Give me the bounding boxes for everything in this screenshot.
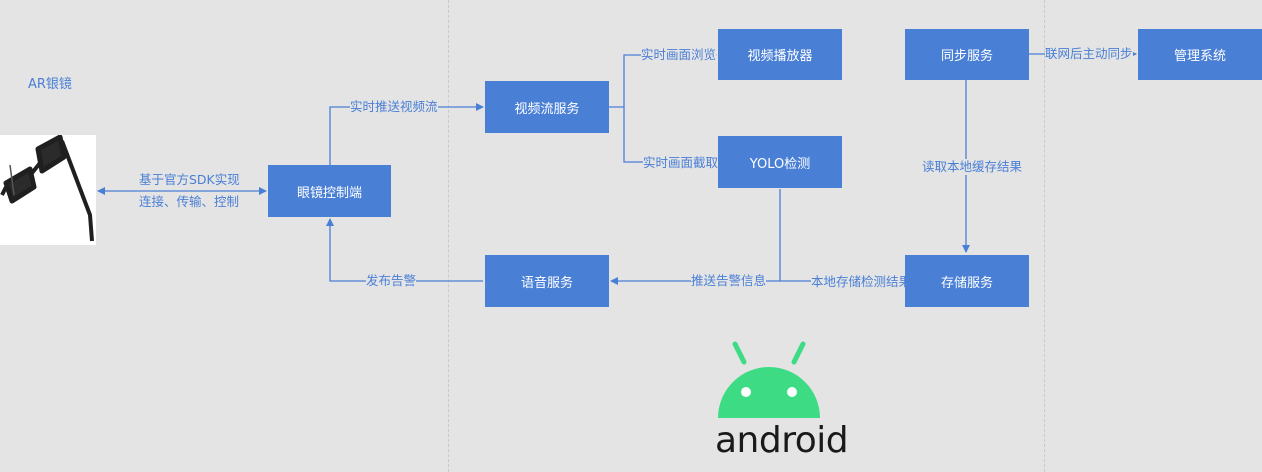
- node-voice-service: 语音服务: [485, 255, 609, 307]
- label-publish-alert: 发布告警: [366, 273, 417, 289]
- device-title: AR银镜: [28, 77, 72, 92]
- node-sync-service: 同步服务: [905, 29, 1029, 80]
- label-realtime-capture: 实时画面截取: [643, 155, 719, 171]
- label-sdk-line2: 连接、传输、控制: [139, 194, 240, 210]
- label-sdk-line1: 基于官方SDK实现: [139, 172, 240, 188]
- label-realtime-view: 实时画面浏览: [641, 47, 717, 63]
- edge-voice-to-control: [326, 218, 483, 282]
- node-glasses-control: 眼镜控制端: [268, 165, 391, 217]
- label-push-alert: 推送告警信息: [691, 273, 767, 289]
- ar-glasses-icon: [0, 134, 96, 245]
- label-online-sync: 联网后主动同步: [1045, 46, 1133, 62]
- section-divider-right: [1044, 0, 1045, 472]
- node-video-player: 视频播放器: [718, 29, 842, 80]
- label-push-stream: 实时推送视频流: [350, 99, 438, 115]
- section-divider-left: [448, 0, 449, 472]
- android-icon: [716, 340, 822, 420]
- edge-control-to-stream: [329, 103, 484, 165]
- node-yolo-detect: YOLO检测: [718, 136, 842, 188]
- node-video-stream-service: 视频流服务: [485, 81, 609, 133]
- label-local-store-result: 本地存储检测结果: [811, 274, 912, 290]
- node-storage-service: 存储服务: [905, 255, 1029, 307]
- label-read-local-cache: 读取本地缓存结果: [922, 159, 1023, 175]
- edge-stream-to-yolo: [623, 107, 717, 166]
- node-management-system: 管理系统: [1138, 29, 1262, 80]
- android-wordmark: android: [715, 420, 849, 461]
